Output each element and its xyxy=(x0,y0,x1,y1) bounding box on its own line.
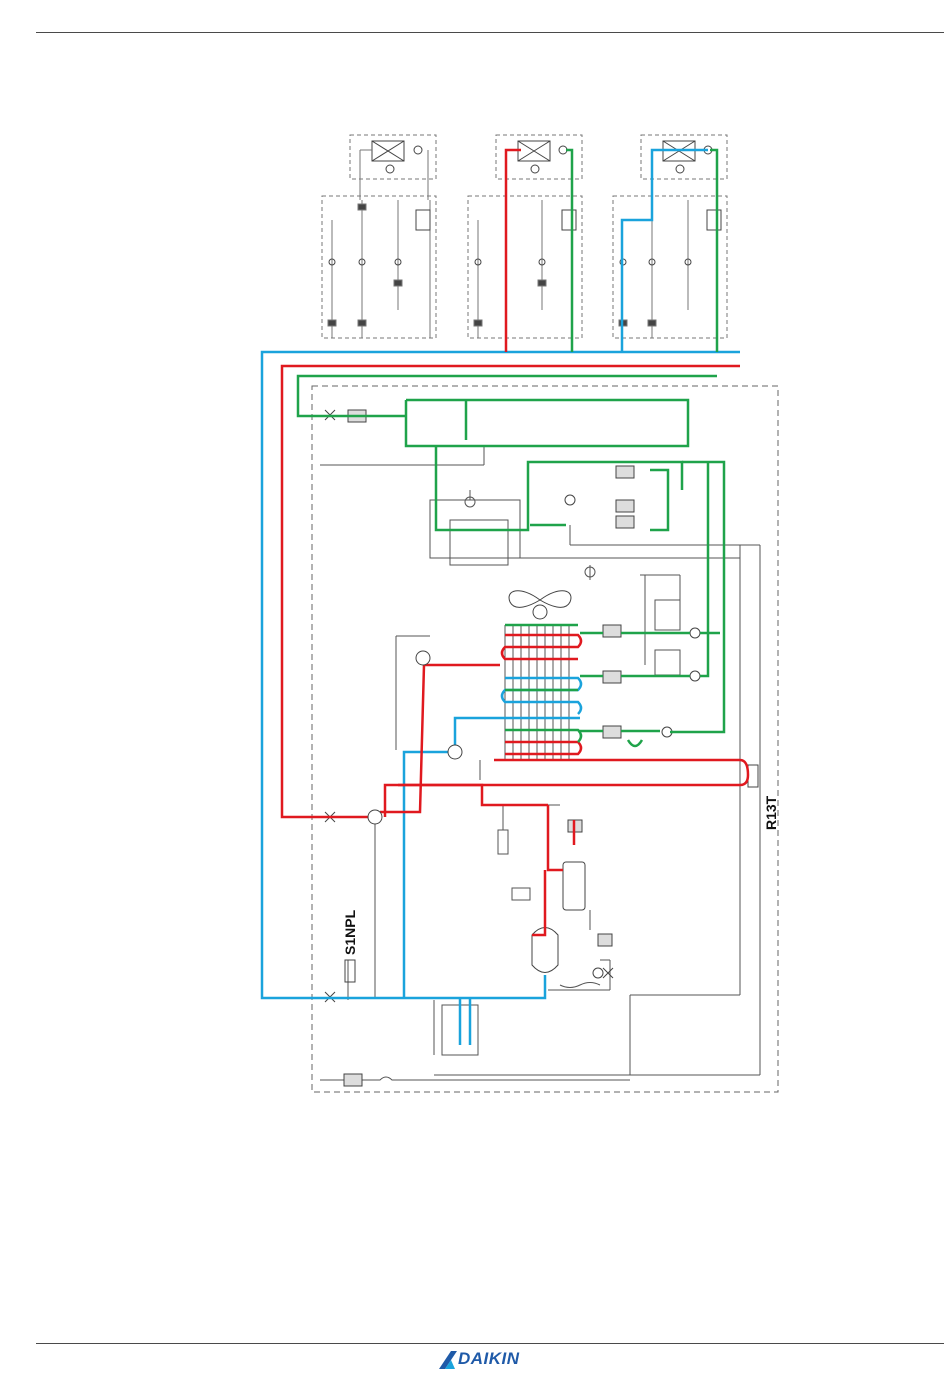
heat-exchanger-fins xyxy=(505,625,569,760)
daikin-wordmark: DAIKIN xyxy=(458,1349,520,1369)
oil-separator xyxy=(563,862,585,910)
filters xyxy=(344,410,634,1086)
indoor-unit-1 xyxy=(322,135,436,338)
four-way-valves xyxy=(368,651,462,824)
internal-piping xyxy=(320,445,760,1080)
fan-icon xyxy=(509,591,571,619)
suction-gas-line xyxy=(262,150,740,1045)
thermistor-r13t xyxy=(748,765,758,787)
indoor-unit-3 xyxy=(613,135,727,338)
stop-valves xyxy=(325,410,335,1002)
indoor-unit-2 xyxy=(468,135,582,338)
r13t-label: R13T xyxy=(763,795,779,830)
pressure-switch-s1npl xyxy=(345,960,355,982)
indoor-units xyxy=(322,135,727,338)
s1npl-label: S1NPL xyxy=(342,909,358,955)
discharge-gas-line xyxy=(282,150,748,935)
